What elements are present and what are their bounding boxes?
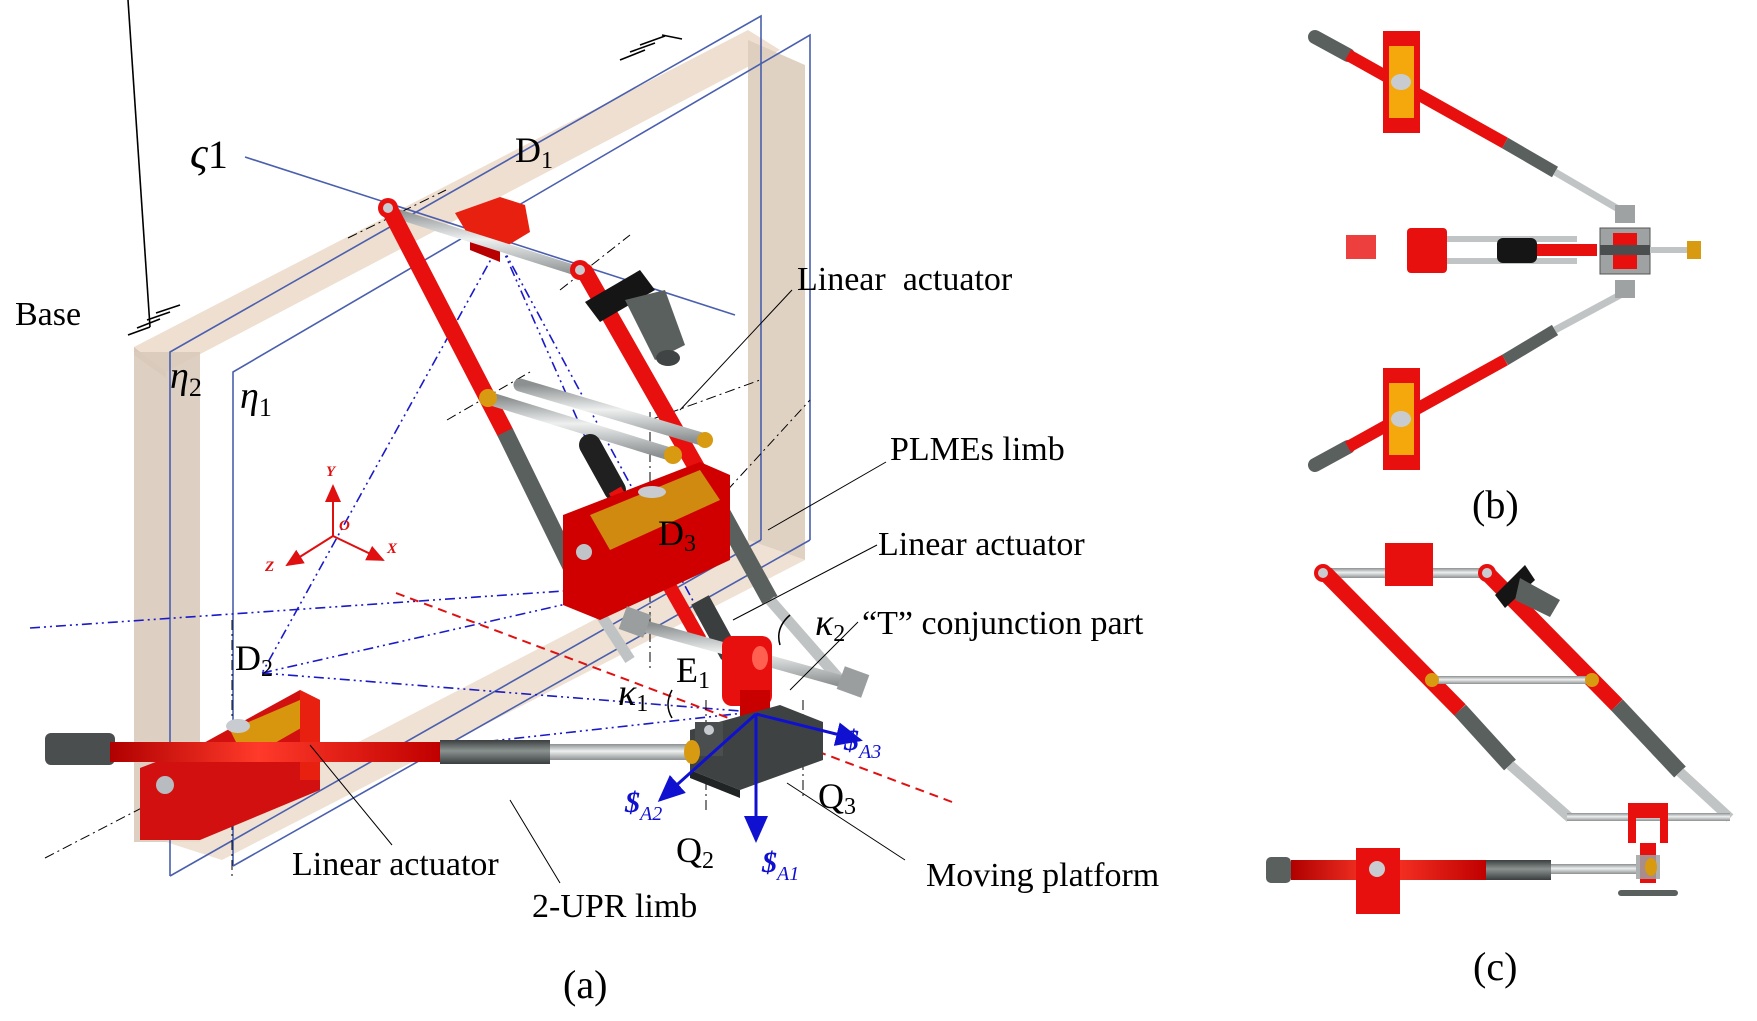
label-d1: D1 — [515, 130, 553, 174]
z-axis-arrow — [285, 535, 334, 567]
origin-label: O — [339, 518, 350, 534]
y-axis-label: Y — [326, 464, 337, 480]
c-left-link — [1314, 564, 1574, 822]
upr-limb — [45, 733, 700, 765]
screw-arrows — [657, 712, 863, 843]
plane-eta2 — [169, 14, 762, 877]
x-axis-label: X — [386, 541, 398, 557]
c-right-link — [1478, 564, 1734, 822]
label-kappa2: κ2 — [815, 602, 845, 647]
d3-mount-block — [563, 462, 730, 620]
kappa1-arc — [667, 689, 673, 719]
lower-joint-right — [836, 666, 870, 698]
label-screw-a2: $A2 — [624, 786, 662, 825]
label-q3: Q3 — [818, 776, 856, 820]
leader-lines — [309, 289, 906, 884]
caption-c: (c) — [1473, 944, 1517, 989]
label-eta1: η1 — [240, 375, 272, 422]
panel-c: (c) — [1266, 543, 1734, 989]
label-linear-actuator-bottom: Linear actuator — [292, 846, 499, 883]
x-axis-extension — [395, 592, 953, 803]
parallel-crossbar — [479, 378, 713, 464]
b-lower-limb — [1308, 291, 1622, 472]
plane-eta1 — [232, 33, 811, 867]
ground-hatch-top — [619, 34, 683, 61]
labels-a: Base η2 η1 ς1 D1 D2 D3 E1 κ1 κ2 Q2 Q3 $A… — [15, 129, 1159, 925]
x-axis-arrow — [332, 535, 385, 561]
screw-a2-arrow — [657, 712, 758, 803]
label-screw-a1: $A1 — [761, 846, 799, 885]
ground-hatch-left — [127, 0, 181, 336]
caption-b: (b) — [1472, 482, 1519, 527]
top-cross-rod — [383, 205, 592, 280]
label-moving-platform: Moving platform — [926, 857, 1159, 894]
c-mid-rod — [1432, 676, 1592, 684]
label-e1: E1 — [676, 650, 710, 694]
panel-a: Y X Z O Base η2 η1 ς1 — [15, 0, 1159, 1007]
label-base: Base — [15, 296, 81, 333]
c-top-block — [1385, 543, 1433, 586]
kappa2-arc — [778, 614, 791, 646]
label-d2: D2 — [235, 638, 273, 682]
actuator-motor-top — [585, 270, 685, 366]
label-plmes-limb: PLMEs limb — [890, 431, 1065, 468]
c-upr-limb — [1266, 848, 1636, 914]
label-upr-limb: 2-UPR limb — [532, 888, 697, 925]
screw-a3-arrow — [755, 712, 863, 746]
label-screw-a3: $A3 — [843, 724, 881, 763]
label-linear-actuator-mid: Linear actuator — [878, 526, 1085, 563]
label-kappa1: κ1 — [618, 672, 648, 717]
label-eta2: η2 — [170, 355, 202, 402]
caption-a: (a) — [563, 962, 607, 1007]
label-linear-actuator-top: Linear actuator — [797, 261, 1013, 298]
label-d3: D3 — [658, 513, 696, 557]
c-t-part — [1618, 803, 1678, 896]
lower-joint-left — [618, 606, 652, 638]
z-axis-label: Z — [264, 559, 274, 575]
coordinate-frame: Y X Z O — [264, 464, 398, 575]
b-middle-limb — [1346, 205, 1701, 298]
panel-b: (b) — [1308, 30, 1701, 527]
label-q2: Q2 — [676, 830, 714, 874]
b-upper-limb — [1308, 30, 1622, 214]
label-sigma1: ς1 — [190, 129, 228, 178]
label-t-conjunction: “T” conjunction part — [862, 605, 1144, 642]
